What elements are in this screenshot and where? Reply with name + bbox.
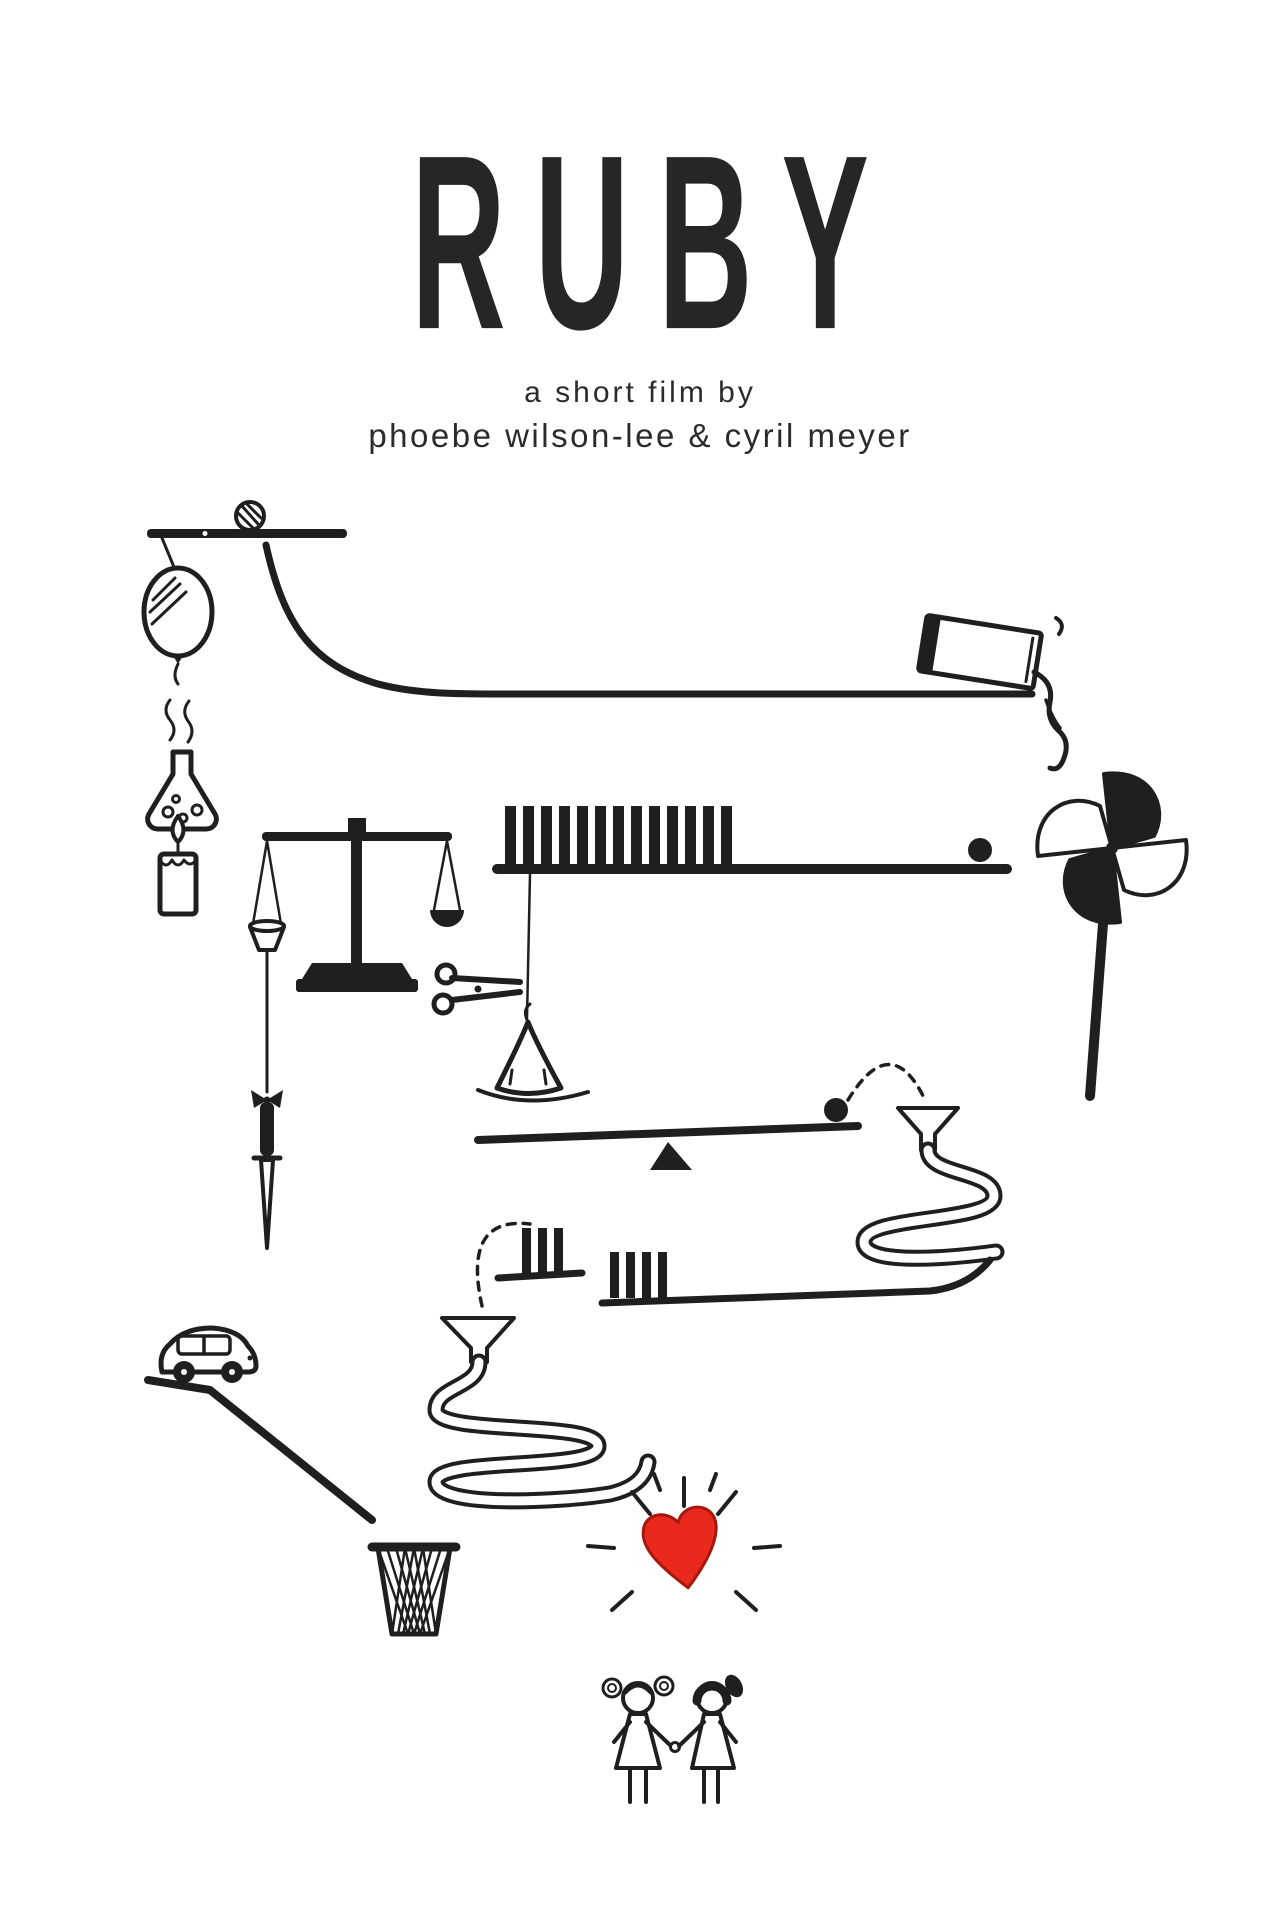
pouring-paint-can-icon <box>916 613 1069 772</box>
seesaw-icon <box>474 1098 862 1170</box>
rolling-ball-icon <box>968 838 992 862</box>
girls-holding-hands-icon <box>601 1674 744 1804</box>
dominoes-row-icon <box>492 806 1012 874</box>
credits-block: a short film by phoebe wilson-lee & cyri… <box>0 372 1280 458</box>
curved-ramp-icon <box>262 541 1036 698</box>
pinwheel-icon <box>1035 771 1189 1101</box>
balloon-icon <box>141 536 215 686</box>
funnel-tube-right-icon <box>855 1106 1005 1267</box>
toy-car-on-ramp-icon <box>144 1325 376 1524</box>
balance-scale-icon <box>248 818 464 992</box>
glowing-heart-icon <box>586 1472 782 1612</box>
hanging-knife-icon <box>251 949 283 1250</box>
funnel-tube-left-icon <box>427 1316 657 1510</box>
flask-icon <box>145 698 219 832</box>
ball-on-lever-icon <box>147 500 347 538</box>
trash-can-icon <box>367 1542 461 1637</box>
party-hat-icon <box>476 1002 590 1103</box>
film-title: RUBY <box>411 103 898 382</box>
mini-dominoes-platforms-icon <box>475 1221 994 1308</box>
candle-icon <box>157 814 199 917</box>
credit-line-1: a short film by <box>524 376 756 409</box>
credit-line-2: phoebe wilson-lee & cyril meyer <box>368 417 912 454</box>
scissors-icon <box>431 872 532 1020</box>
dashed-trajectory-icon <box>846 1062 928 1104</box>
